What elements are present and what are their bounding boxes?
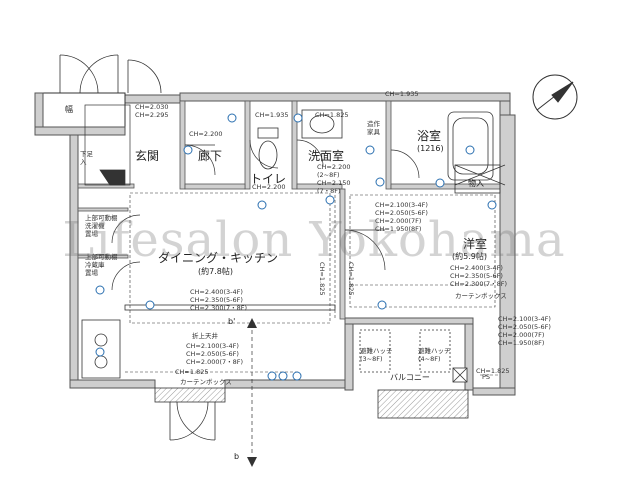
entry-ceiling-note: CH=2.030 CH=2.295	[135, 103, 169, 120]
balcony-label: バルコニー	[390, 373, 430, 382]
shoe-closet-label: 下足 入	[80, 150, 93, 167]
toilet-top-note: CH=1.935	[255, 111, 289, 119]
washroom-top-note: CH=1.825	[315, 111, 349, 119]
western-room-label: 洋室	[463, 237, 488, 251]
laundry-shelf-note: 上部可動棚 洗濯機 置場	[85, 214, 118, 239]
fixture-symbols	[95, 113, 497, 381]
western-ceiling-note: CH=2.400(3-4F) CH=2.350(5-6F) CH=2.300(7…	[450, 264, 508, 289]
corridor-label: 廊下	[198, 149, 223, 163]
fold-ceiling-note: CH=2.100(3-4F) CH=2.050(5-6F) CH=2.000(7…	[186, 342, 244, 367]
bathroom-size: (1216)	[417, 144, 444, 153]
interior-doors	[111, 139, 506, 291]
bathroom-label: 浴室	[417, 129, 442, 143]
balcony-area	[359, 329, 469, 419]
fridge-shelf-note: 上部可動棚 冷蔵庫 置場	[85, 253, 118, 278]
toilet-fixture	[257, 127, 279, 170]
storage-label: 物入	[468, 179, 484, 188]
section-marker-b: b	[234, 452, 240, 461]
top-ceiling-note: CH=1.935	[385, 90, 419, 98]
dk-ceiling-note: CH=2.400(3-4F) CH=2.350(5-6F) CH=2.300(7…	[190, 288, 248, 313]
exterior-walls	[69, 92, 516, 396]
washroom-ceiling-note: CH=2.200 (2~8F) CH=2.150 (7・8F)	[317, 163, 351, 196]
dining-kitchen-label: ダイニング・キッチン	[158, 251, 279, 265]
balcony-doors	[154, 387, 226, 441]
washroom-label: 洗面室	[308, 149, 345, 163]
dining-kitchen-size: (約7.8帖)	[198, 267, 233, 276]
top-balcony	[34, 92, 126, 136]
hatch-left-note: 避難ハッチ (3~8F)	[360, 347, 393, 364]
top-balcony-label: 幅	[65, 105, 73, 114]
entrance-area	[84, 104, 131, 186]
western-right-note: CH=2.100(3-4F) CH=2.050(5-6F) CH=2.000(7…	[498, 315, 551, 348]
toilet-label: トイレ	[250, 172, 287, 186]
hatch-right-note: 避難ハッチ (4~8F)	[418, 347, 451, 364]
ceiling-dash-lines	[125, 192, 500, 376]
entrance-label: 玄関	[135, 149, 160, 163]
left-window-note: CH=1.825	[175, 368, 209, 376]
toilet-ceiling-note: CH=2.200	[252, 183, 286, 191]
left-curtain-box: カーテンボックス	[180, 378, 232, 386]
western-room-size: (約5.9帖)	[452, 252, 487, 261]
storage-closet	[454, 164, 501, 194]
north-arrow-icon	[532, 74, 578, 120]
western-beam-note: CH=1.825	[347, 262, 356, 296]
entry-doors	[59, 54, 162, 94]
dk-beam-note: CH=1.825	[318, 262, 327, 296]
right-curtain-box: カーテンボックス	[455, 292, 507, 300]
pipe-space-label: PS	[482, 373, 491, 381]
built-in-furniture-note: 造作 家具	[367, 120, 380, 137]
fold-ceiling-label: 折上天井	[192, 332, 218, 340]
wash-basin	[301, 109, 343, 139]
right-window-note: CH=1.825	[476, 367, 510, 375]
western-top-note: CH=2.100(3-4F) CH=2.050(5-6F) CH=2.000(7…	[375, 201, 428, 234]
bathtub	[447, 111, 494, 181]
section-marker-b-prime: b'	[228, 317, 236, 326]
corridor-ceiling-note: CH=2.200	[189, 130, 223, 138]
